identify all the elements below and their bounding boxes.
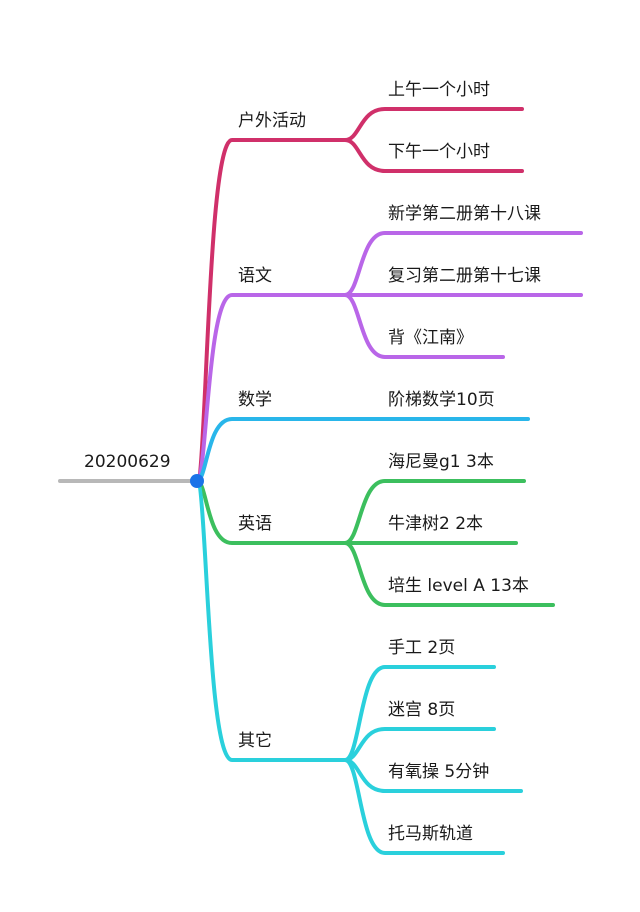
- child-line: [343, 293, 505, 359]
- child-line: [343, 231, 583, 297]
- branch-line: [195, 293, 347, 483]
- child-label[interactable]: 有氧操 5分钟: [388, 762, 489, 782]
- child-line: [343, 107, 524, 142]
- branch-label[interactable]: 语文: [238, 266, 272, 286]
- branch-label[interactable]: 其它: [238, 731, 272, 751]
- child-line: [343, 758, 505, 855]
- branch-line: [195, 479, 347, 762]
- child-label[interactable]: 迷宫 8页: [388, 700, 455, 720]
- root-label[interactable]: 20200629: [84, 452, 171, 472]
- child-line: [343, 727, 496, 762]
- child-label[interactable]: 新学第二册第十八课: [388, 204, 541, 224]
- child-label[interactable]: 阶梯数学10页: [388, 390, 495, 410]
- child-label[interactable]: 复习第二册第十七课: [388, 266, 541, 286]
- child-label[interactable]: 背《江南》: [388, 328, 473, 348]
- root-node[interactable]: [190, 474, 204, 488]
- branch-line: [195, 417, 347, 483]
- child-label[interactable]: 下午一个小时: [388, 142, 490, 162]
- child-label[interactable]: 培生 level A 13本: [388, 576, 529, 596]
- child-line: [343, 665, 496, 762]
- child-label[interactable]: 海尼曼g1 3本: [388, 452, 494, 472]
- branch-2: 数学 阶梯数学10页: [195, 390, 530, 483]
- branch-label[interactable]: 户外活动: [238, 111, 306, 131]
- child-line: [343, 479, 526, 545]
- child-label[interactable]: 牛津树2 2本: [388, 514, 483, 534]
- child-line: [343, 541, 555, 607]
- branch-label[interactable]: 数学: [238, 390, 272, 410]
- child-label[interactable]: 手工 2页: [388, 638, 455, 658]
- child-line: [343, 138, 524, 173]
- child-label[interactable]: 上午一个小时: [388, 80, 490, 100]
- branch-label[interactable]: 英语: [238, 514, 272, 534]
- child-label[interactable]: 托马斯轨道: [388, 824, 473, 844]
